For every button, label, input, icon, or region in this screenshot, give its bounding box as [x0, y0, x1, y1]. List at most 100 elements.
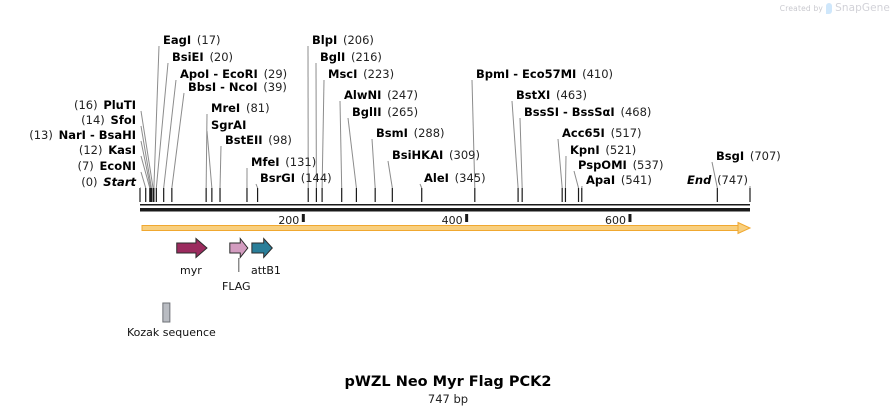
enzyme-tick-EcoNI [145, 188, 147, 202]
enzyme-name: BsmI [376, 126, 408, 140]
enzyme-position: (144) [300, 171, 332, 185]
enzyme-label-eagi[interactable]: EagI (17) [163, 33, 221, 47]
enzyme-label-acc65i[interactable]: Acc65I (517) [562, 126, 642, 140]
enzyme-label-bsteii[interactable]: BstEII (98) [225, 133, 292, 147]
feature-arrow-myr[interactable] [176, 237, 208, 259]
enzyme-label-bbsi[interactable]: BbsI - NcoI (39) [188, 80, 287, 94]
enzyme-name: KpnI [570, 143, 600, 157]
leader-line-alwni [339, 100, 343, 189]
enzyme-name: BsrGI [260, 171, 295, 185]
enzyme-position: (29) [263, 67, 288, 81]
enzyme-label-bstxi[interactable]: BstXI (463) [516, 88, 587, 102]
enzyme-label-bsihkai[interactable]: BsiHKAI (309) [392, 148, 480, 162]
enzyme-label-kasi[interactable]: (12) KasI [0, 143, 136, 157]
enzyme-tick-PspOMI [577, 188, 580, 202]
enzyme-label-bsmi[interactable]: BsmI (288) [376, 126, 445, 140]
enzyme-name: BssSI - BssSαI [524, 105, 615, 119]
enzyme-tick-BsgI [716, 188, 718, 202]
enzyme-name: PspOMI [578, 158, 627, 172]
enzyme-name: SgrAI [211, 118, 247, 132]
enzyme-position: (16) [73, 98, 98, 112]
leader-line-kasi [140, 155, 151, 189]
enzyme-label-sfoi[interactable]: (14) SfoI [0, 114, 136, 127]
enzyme-tick-KpnI [564, 188, 567, 202]
enzyme-label-sgrai[interactable]: SgrAI [211, 118, 247, 132]
enzyme-name: Acc65I [562, 126, 605, 140]
enzyme-name: EcoNI [99, 159, 136, 173]
enzyme-position: (537) [632, 158, 664, 172]
enzyme-name: BsiHKAI [392, 148, 444, 162]
enzyme-label-bsgi[interactable]: BsgI (707) [716, 150, 781, 163]
enzyme-position: (98) [268, 133, 292, 147]
leader-line-eagi [153, 45, 160, 189]
enzyme-label-alei[interactable]: AleI (345) [424, 172, 486, 185]
enzyme-name: NarI - BsaHI [58, 128, 136, 142]
leader-line-bsmi [371, 138, 376, 189]
enzyme-tick-PluTI [152, 188, 154, 202]
enzyme-label-pluti[interactable]: (16) PluTI [0, 98, 136, 112]
enzyme-tick-Acc65I [561, 188, 563, 202]
enzyme-position: (0) [81, 175, 98, 189]
enzyme-position: (747) [717, 173, 748, 187]
enzyme-label-pspomi[interactable]: PspOMI (537) [578, 158, 664, 172]
enzyme-label-bglii[interactable]: BglII (265) [352, 106, 418, 119]
enzyme-label-mfei[interactable]: MfeI (131) [251, 156, 316, 169]
enzyme-tick-BpmI [474, 188, 476, 202]
backbone-bar [140, 208, 750, 212]
enzyme-tick-MfeI [246, 188, 248, 202]
feature-label-flag[interactable]: FLAG [222, 280, 251, 293]
enzyme-tick-BglII [355, 188, 357, 202]
ruler-tick-label-200: 200 [278, 214, 300, 227]
feature-label-myr[interactable]: myr [180, 264, 202, 277]
enzyme-label-blpi[interactable]: BlpI (206) [312, 34, 374, 47]
enzyme-tick-MscI [321, 188, 323, 202]
feature-label-kozak-sequence[interactable]: Kozak sequence [127, 326, 216, 339]
feature-arrow-flag[interactable] [229, 237, 249, 259]
feature-box-kozak-sequence[interactable] [162, 302, 171, 323]
enzyme-name: PluTI [103, 98, 136, 112]
feature-label-attb1[interactable]: attB1 [251, 264, 281, 277]
enzyme-tick-AleI [421, 188, 423, 202]
enzyme-position: (468) [620, 105, 652, 119]
enzyme-position: (7) [77, 159, 94, 173]
enzyme-position: (521) [605, 143, 637, 157]
enzyme-label-bsssi[interactable]: BssSI - BssSαI (468) [524, 105, 652, 119]
enzyme-position: (541) [620, 173, 652, 187]
enzyme-tick-BsiHKAI [391, 188, 393, 202]
enzyme-position: (309) [449, 148, 480, 162]
enzyme-label-bsiei[interactable]: BsiEI (20) [172, 51, 233, 64]
enzyme-position: (13) [29, 128, 53, 142]
enzyme-label-bsrgi[interactable]: BsrGI (144) [260, 171, 332, 185]
enzyme-label-start[interactable]: (0) Start [0, 175, 136, 189]
enzyme-name: BstEII [225, 133, 263, 147]
enzyme-label-apai[interactable]: ApaI (541) [586, 173, 652, 187]
enzyme-position: (216) [350, 50, 382, 64]
feature-arrow-attb1[interactable] [251, 237, 273, 259]
enzyme-label-mrei[interactable]: MreI (81) [211, 102, 270, 115]
orientation-arrow-head [737, 221, 752, 235]
enzyme-label-bgli[interactable]: BglI (216) [320, 50, 382, 64]
leader-line-acc65i [557, 138, 563, 189]
enzyme-label-alwni[interactable]: AlwNI (247) [344, 88, 418, 102]
enzyme-label-econi[interactable]: (7) EcoNI [0, 159, 136, 173]
enzyme-position: (463) [556, 88, 587, 102]
enzyme-position: (223) [363, 67, 395, 81]
ruler-tick-600 [628, 214, 632, 222]
enzyme-tick-BssSI [521, 188, 523, 202]
snapgene-watermark: Created by SnapGene [780, 2, 890, 14]
enzyme-name: EagI [163, 33, 192, 47]
leader-line-bbsi [171, 92, 185, 189]
enzyme-label-end[interactable]: End (747) [628, 173, 748, 187]
enzyme-tick-BlpI [307, 188, 309, 202]
enzyme-label-kpni[interactable]: KpnI (521) [570, 143, 637, 157]
enzyme-tick-BsiEI [155, 188, 157, 202]
enzyme-label-nari[interactable]: (13) NarI - BsaHI [0, 128, 136, 142]
enzyme-name: BglI [320, 50, 346, 64]
enzyme-label-apoi[interactable]: ApoI - EcoRI (29) [180, 67, 288, 81]
enzyme-name: AlwNI [344, 88, 382, 102]
enzyme-label-bpmi[interactable]: BpmI - Eco57MI (410) [476, 68, 613, 81]
enzyme-position: (39) [263, 80, 287, 94]
enzyme-name: KasI [108, 143, 136, 157]
enzyme-label-msci[interactable]: MscI (223) [328, 67, 395, 81]
